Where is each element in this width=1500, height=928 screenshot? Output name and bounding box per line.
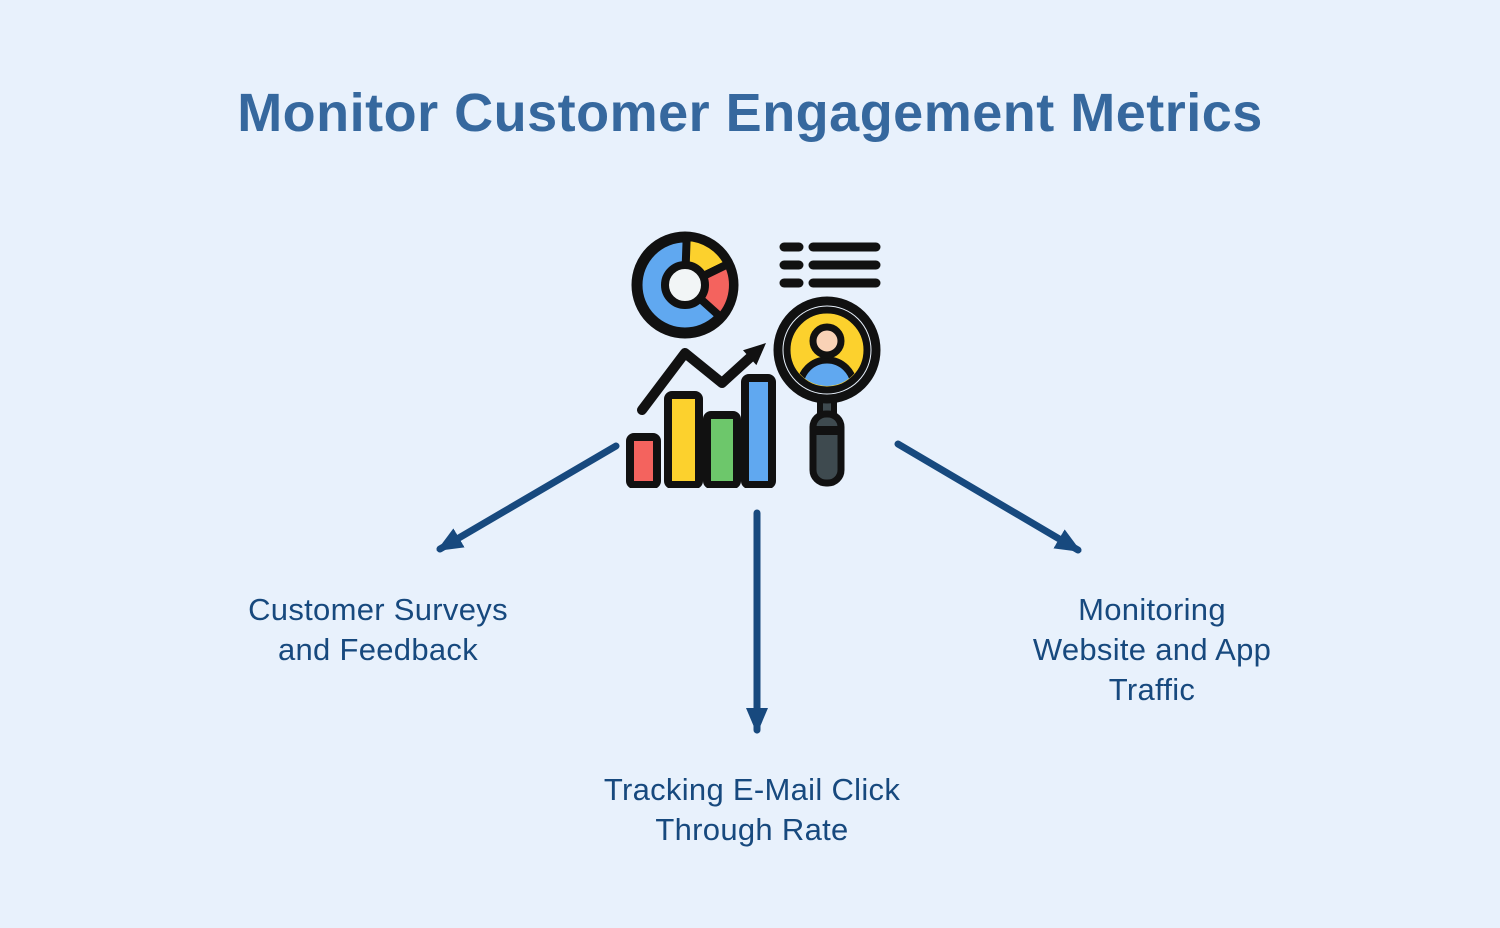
- label-line: Through Rate: [655, 812, 849, 847]
- label-line: Customer Surveys: [248, 592, 508, 627]
- branch-label-email-ctr: Tracking E-Mail Click Through Rate: [552, 770, 952, 850]
- list-lines-icon: [779, 242, 881, 288]
- trend-arrowhead: [743, 343, 766, 366]
- bar-blue: [741, 374, 776, 488]
- label-line: Website and App: [1032, 632, 1272, 667]
- label-line: and Feedback: [277, 632, 479, 667]
- label-line: Monitoring: [1078, 592, 1226, 627]
- branch-label-website-traffic: Monitoring Website and App Traffic: [952, 590, 1352, 710]
- bar-green: [703, 411, 741, 488]
- label-line: Tracking E-Mail Click: [603, 772, 901, 807]
- donut-red-slice: [681, 260, 737, 322]
- magnifier-rim: [773, 296, 881, 404]
- label-line: Traffic: [1108, 672, 1196, 707]
- bar-yellow: [664, 391, 703, 488]
- customer-engagement-analytics-icon: [626, 231, 881, 488]
- bar-red: [626, 433, 661, 488]
- arrow-to-customer-surveys: [436, 442, 620, 553]
- magnifier-handle-band: [814, 426, 840, 435]
- donut-chart-icon: [631, 231, 739, 339]
- user-body: [796, 356, 858, 386]
- donut-hole: [661, 261, 709, 309]
- bar-chart-trend-icon: [626, 343, 776, 488]
- trend-line: [637, 348, 760, 415]
- page-title: Monitor Customer Engagement Metrics: [237, 83, 1263, 143]
- magnifier-handle: [809, 410, 845, 487]
- user-head: [809, 323, 845, 359]
- branch-label-customer-surveys: Customer Surveys and Feedback: [178, 590, 578, 670]
- magnifier-user-icon: [773, 296, 881, 487]
- arrow-to-website-traffic: [894, 440, 1082, 554]
